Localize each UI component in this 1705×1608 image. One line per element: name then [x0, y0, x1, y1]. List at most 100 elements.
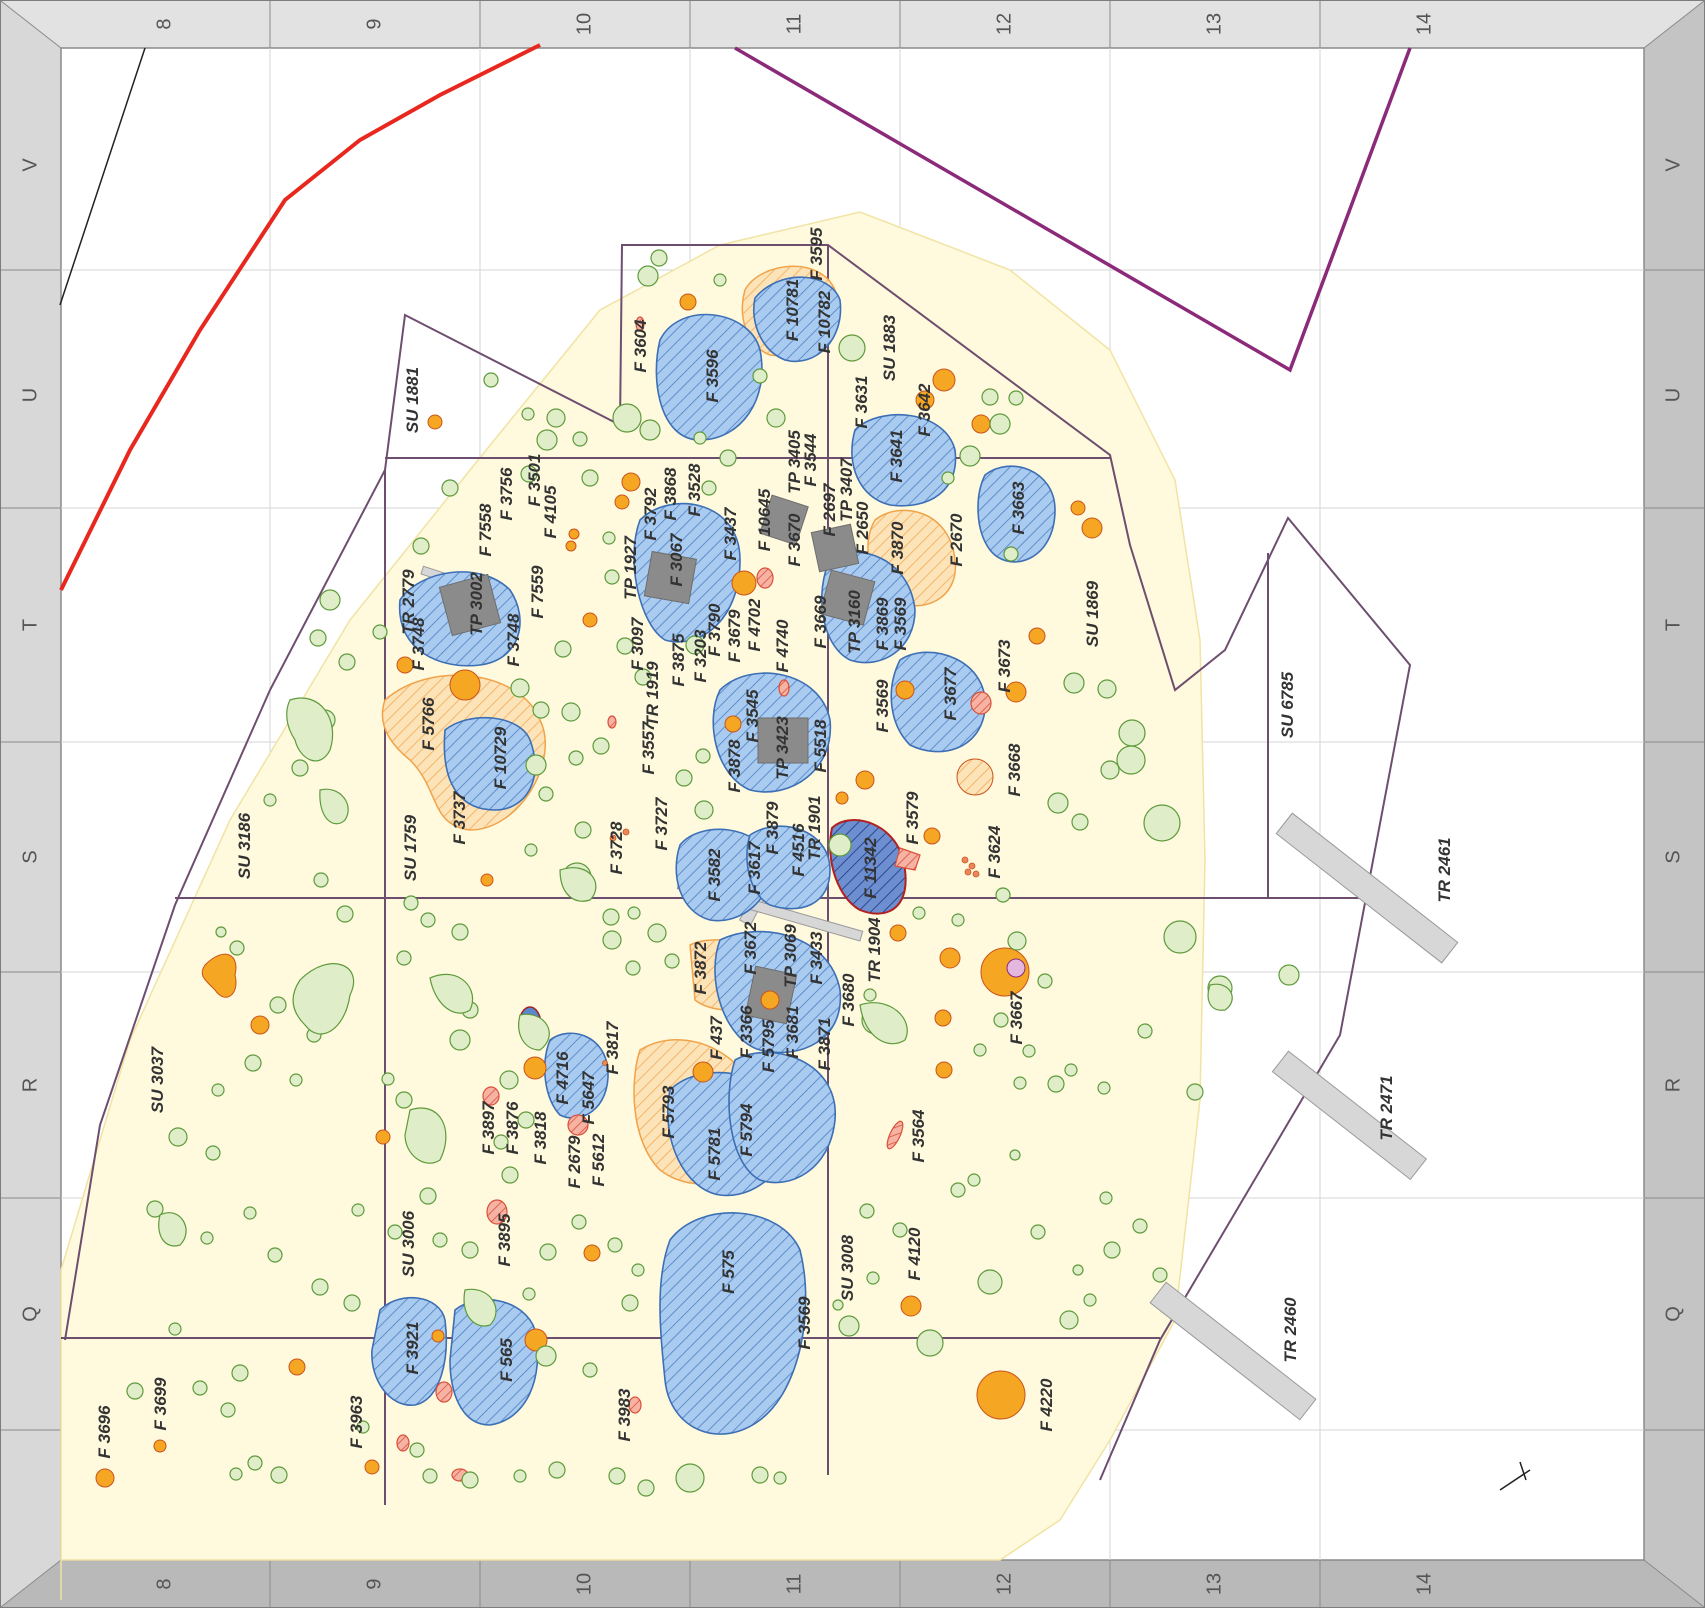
feature-label: F 3097	[628, 616, 647, 670]
north-arrow-mark	[1499, 1461, 1531, 1491]
su-label: SU 6785	[1278, 671, 1297, 738]
feature-label: F 3879	[763, 801, 782, 854]
su-label: SU 1881	[403, 367, 422, 433]
feature-label: F 3569	[795, 1296, 814, 1349]
feature-label: F 3921	[403, 1322, 422, 1375]
feature-10781	[753, 276, 842, 363]
green-irregular-features	[158, 697, 1233, 1327]
feature-label: F 5518	[811, 719, 830, 772]
feature-label: F 3564	[909, 1109, 928, 1162]
feature-label: F 3818	[531, 1111, 550, 1164]
orange-pits	[95, 293, 1103, 1488]
feature-label: F 4716	[553, 1051, 572, 1104]
feature-label: F 3624	[985, 825, 1004, 878]
feature-label: F 3437	[721, 506, 740, 560]
pink-pit	[1006, 958, 1026, 978]
feature-label: F 3433	[807, 931, 826, 984]
grid-label-right-S: S	[1662, 850, 1684, 863]
feature-label: F 3871	[815, 1018, 834, 1071]
feature-label: F 2650	[853, 501, 872, 554]
feature-3641	[851, 413, 957, 507]
tp-label: TP 3002	[467, 572, 486, 636]
feature-label: F 3870	[888, 521, 907, 574]
feature-label: F 3878	[725, 739, 744, 792]
grid-labels-left: V U T S R Q	[19, 158, 41, 1322]
tr-label: TR 1919	[643, 661, 662, 727]
feature-label: F 3817	[603, 1020, 622, 1074]
test-pit-labels: TP 1927 TP 3002 TP 3405 TP 3407 TP 3160 …	[467, 430, 864, 988]
feature-label: F 5647	[579, 1070, 598, 1124]
grid-label-left-T: T	[19, 619, 41, 631]
feature-label: F 3669	[811, 595, 830, 648]
feature-label: F 3067	[667, 532, 686, 586]
feature-label: F 4220	[1037, 1378, 1056, 1431]
feature-label: F 3668	[1005, 743, 1024, 796]
feature-label: F 3528	[685, 463, 704, 516]
feature-label: F 3728	[607, 821, 626, 874]
feature-label: F 3792	[641, 487, 660, 540]
grid-label-right-R: R	[1662, 1078, 1684, 1092]
grid-label-right-V: V	[1662, 158, 1684, 172]
feature-label: F 5766	[419, 697, 438, 750]
grid-labels-right: V U T S R Q	[1662, 158, 1684, 1322]
feature-label: F 3872	[691, 941, 710, 994]
feature-10729	[443, 716, 536, 811]
grid-labels-top: 8 9 10 11 12 13 14	[153, 13, 1435, 35]
feature-label: F 4105	[541, 485, 560, 538]
feature-5794	[728, 1051, 836, 1184]
feature-3677	[890, 651, 986, 753]
feature-label: F 437	[707, 1015, 726, 1060]
grid-label-left-V: V	[19, 158, 41, 172]
tp-label: TP 3407	[837, 457, 856, 522]
feature-label: F 3617	[745, 840, 764, 894]
feature-label: F 3748	[409, 617, 428, 670]
feature-label: F 10729	[491, 726, 510, 789]
grid-label-top-14: 14	[1413, 13, 1435, 35]
feature-label: F 3579	[903, 791, 922, 844]
su-label: SU 1883	[880, 314, 899, 381]
feature-label: F 5795	[759, 1019, 778, 1072]
tr-label: TR 2471	[1377, 1075, 1396, 1140]
feature-label: F 11342	[861, 837, 880, 899]
feature-label: F 3544	[801, 433, 820, 486]
feature-label: F 3604	[631, 319, 650, 372]
feature-label: F 3748	[504, 613, 523, 666]
grid-label-right-U: U	[1662, 388, 1684, 402]
feature-label: F 3876	[503, 1101, 522, 1154]
grid-label-bottom-9: 9	[363, 1578, 385, 1589]
grid-label-top-11: 11	[783, 14, 805, 35]
feature-label: F 2670	[947, 513, 966, 566]
feature-label: F 4702	[745, 598, 764, 651]
feature-3596	[655, 313, 763, 441]
grid-label-top-9: 9	[363, 18, 385, 29]
su-label: SU 3008	[838, 1234, 857, 1301]
feature-labels: F 3604 F 3596 F 10781 F 10782 F 3595 F 3…	[95, 227, 1056, 1458]
grid-label-bottom-14: 14	[1413, 1573, 1435, 1595]
feature-3921	[371, 1296, 448, 1406]
su-label: SU 3006	[399, 1210, 418, 1277]
grid-label-right-T: T	[1662, 619, 1684, 631]
feature-label: F 3569	[873, 679, 892, 732]
feature-label: F 4740	[773, 619, 792, 672]
feature-label: F 7558	[476, 503, 495, 556]
grid-label-left-R: R	[19, 1078, 41, 1092]
tr-label: TR 2460	[1281, 1297, 1300, 1363]
feature-label: F 3727	[652, 796, 671, 850]
tp-label: TP 3405	[785, 430, 804, 494]
feature-575	[659, 1212, 807, 1435]
feature-label: F 3642	[915, 383, 934, 436]
feature-label: F 4516	[789, 823, 808, 876]
feature-565	[449, 1298, 539, 1426]
feature-label: F 3631	[852, 376, 871, 429]
feature-label: F 3699	[151, 1377, 170, 1430]
tp-label: TP 3160	[845, 590, 864, 654]
feature-label: F 3895	[495, 1213, 514, 1266]
grid-label-left-Q: Q	[19, 1306, 41, 1322]
feature-label: F 575	[719, 1250, 738, 1294]
feature-label: F 4120	[905, 1227, 924, 1280]
feature-label: F 3663	[1009, 481, 1028, 534]
purple-boundary-line	[734, 46, 1412, 373]
feature-label: F 3667	[1007, 990, 1026, 1044]
feature-label: F 3569	[891, 597, 910, 650]
